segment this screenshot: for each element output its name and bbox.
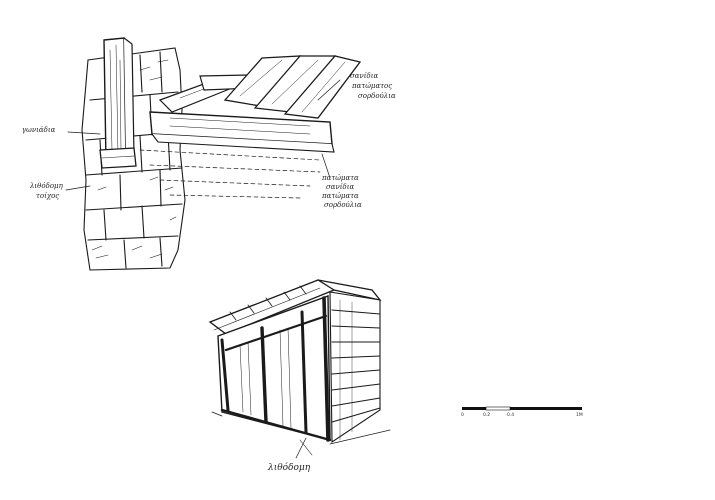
bottom-sketch xyxy=(208,279,391,459)
top-sketch-labels: σανίδια πατώματος σορδούλια γωνιάδια λιθ… xyxy=(22,71,396,209)
hidden-lines xyxy=(139,149,321,199)
label-floor-boards-1: σανίδια xyxy=(350,71,378,80)
label-corner-timber: γωνιάδια xyxy=(22,126,56,134)
label-stone-wall-2: τοίχος xyxy=(36,191,59,200)
front-frame xyxy=(217,295,332,442)
floor-beam xyxy=(149,111,335,153)
scale-tick-0-2: 0.2 xyxy=(483,412,490,418)
scale-tick-0: 0 xyxy=(461,412,464,418)
label-joists-3: πατώματα xyxy=(321,192,359,200)
stone-wall xyxy=(81,47,186,271)
label-joists-1: πατώματα xyxy=(321,174,359,182)
leader-lines xyxy=(65,79,341,191)
label-joists-2: σανίδια xyxy=(326,182,354,191)
top-plate xyxy=(208,279,382,335)
scale-segment-3 xyxy=(510,407,582,410)
label-stone-wall-1: λιθόδομη xyxy=(29,182,64,190)
label-joists-4: σορδούλια xyxy=(324,201,362,209)
scale-tick-0-4: 0.4 xyxy=(507,412,514,418)
scale-segment-1 xyxy=(462,407,486,410)
floor-boards xyxy=(223,55,362,119)
timber-post xyxy=(99,37,137,169)
side-wall xyxy=(329,291,381,444)
bottom-leader-line xyxy=(295,437,307,459)
top-sketch xyxy=(65,37,362,271)
ground-line xyxy=(211,411,391,456)
label-floor-boards-3: σορδούλια xyxy=(358,92,396,100)
label-stone-masonry: λιθόδομη xyxy=(267,462,311,473)
label-floor-boards-2: πατώματος xyxy=(351,82,392,90)
scale-bar: 0 0.2 0.4 1M xyxy=(461,406,583,418)
scale-segment-2 xyxy=(485,406,511,411)
scale-tick-1m: 1M xyxy=(576,412,583,418)
